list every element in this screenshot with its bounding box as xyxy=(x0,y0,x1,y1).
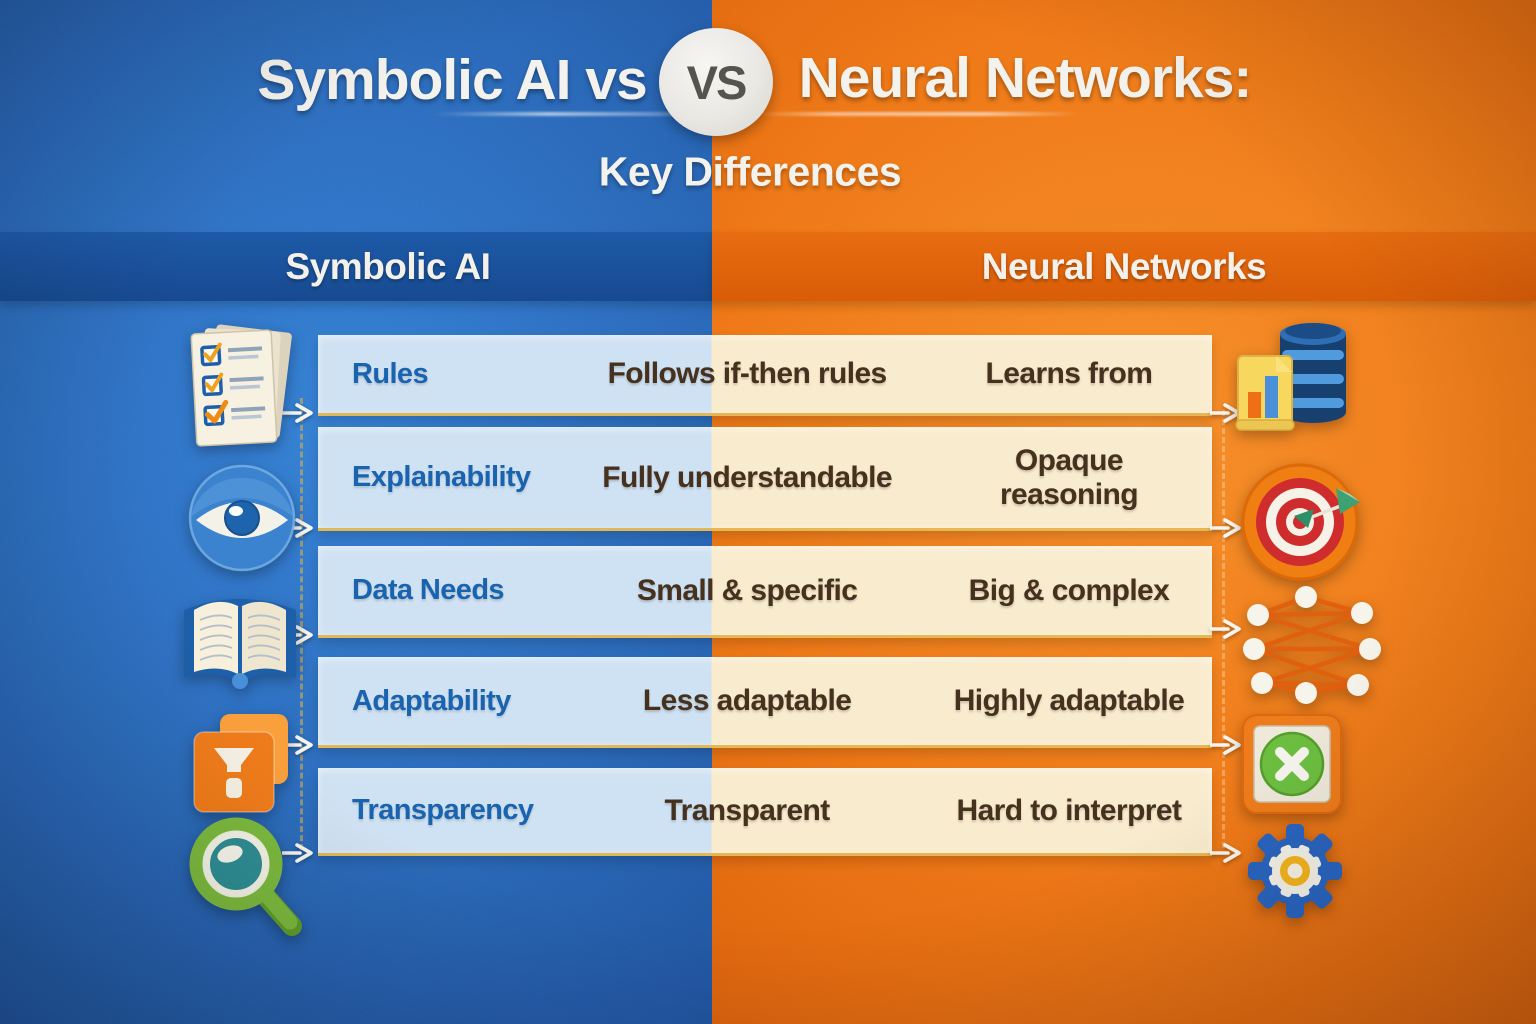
target-dart-icon xyxy=(1241,463,1360,581)
row-right-value: Big & complex xyxy=(968,573,1170,607)
table-row-rules: Rules Follows if-then rules Learns from xyxy=(318,335,1212,416)
checklist-icon xyxy=(190,324,292,447)
vs-badge: VS xyxy=(659,28,773,136)
connector-arrow xyxy=(1210,518,1241,538)
magnifier-icon xyxy=(189,817,302,936)
title-right: Neural Networks: xyxy=(798,46,1253,110)
cross-badge-icon xyxy=(1242,714,1342,814)
row-left-value: Less adaptable xyxy=(642,684,852,717)
column-header-symbolic-ai: Symbolic AI xyxy=(0,232,712,301)
row-right-value: Learns from xyxy=(985,357,1153,391)
row-left-value: Fully understandable xyxy=(602,460,892,494)
row-right-value: Opaque reasoning xyxy=(999,443,1139,511)
row-label: Adaptability xyxy=(352,684,511,717)
connector-arrow xyxy=(282,403,313,423)
row-right-value: Highly adaptable xyxy=(953,684,1185,718)
table-row-data-needs: Data Needs Small & specific Big & comple… xyxy=(318,546,1212,638)
table-row-transparency: Transparency Transparent Hard to interpr… xyxy=(318,768,1212,856)
row-label: Transparency xyxy=(352,794,534,826)
row-label: Explainability xyxy=(352,461,531,493)
row-label: Rules xyxy=(352,357,429,390)
connector-arrow xyxy=(1210,619,1241,639)
connector-arrow xyxy=(1210,843,1241,863)
connector-arrow xyxy=(282,843,313,863)
funnel-filter-icon xyxy=(193,714,288,813)
subtitle: Key Differences xyxy=(598,148,902,195)
column-header-right-label: Neural Networks xyxy=(981,245,1267,287)
column-header-left-label: Symbolic AI xyxy=(285,245,491,287)
title-left: Symbolic AI vs xyxy=(257,48,647,112)
row-label: Data Needs xyxy=(352,574,505,606)
connector-arrow xyxy=(1210,735,1241,755)
row-left-value: Follows if-then rules xyxy=(607,357,888,390)
row-left-value: Transparent xyxy=(664,793,831,827)
vs-badge-label: VS xyxy=(686,55,748,109)
left-connector-rail xyxy=(300,398,303,850)
row-left-value: Small & specific xyxy=(636,573,858,607)
row-right-value: Hard to interpret xyxy=(956,793,1182,827)
gear-icon xyxy=(1248,824,1342,918)
neural-network-icon xyxy=(1243,586,1381,704)
open-book-icon xyxy=(184,599,296,689)
column-header-neural-networks: Neural Networks xyxy=(712,232,1536,301)
table-row-explainability: Explainability Fully understandable Opaq… xyxy=(318,427,1212,531)
eye-icon xyxy=(188,464,296,572)
table-row-adaptability: Adaptability Less adaptable Highly adapt… xyxy=(318,657,1212,748)
database-icon xyxy=(1235,323,1346,431)
